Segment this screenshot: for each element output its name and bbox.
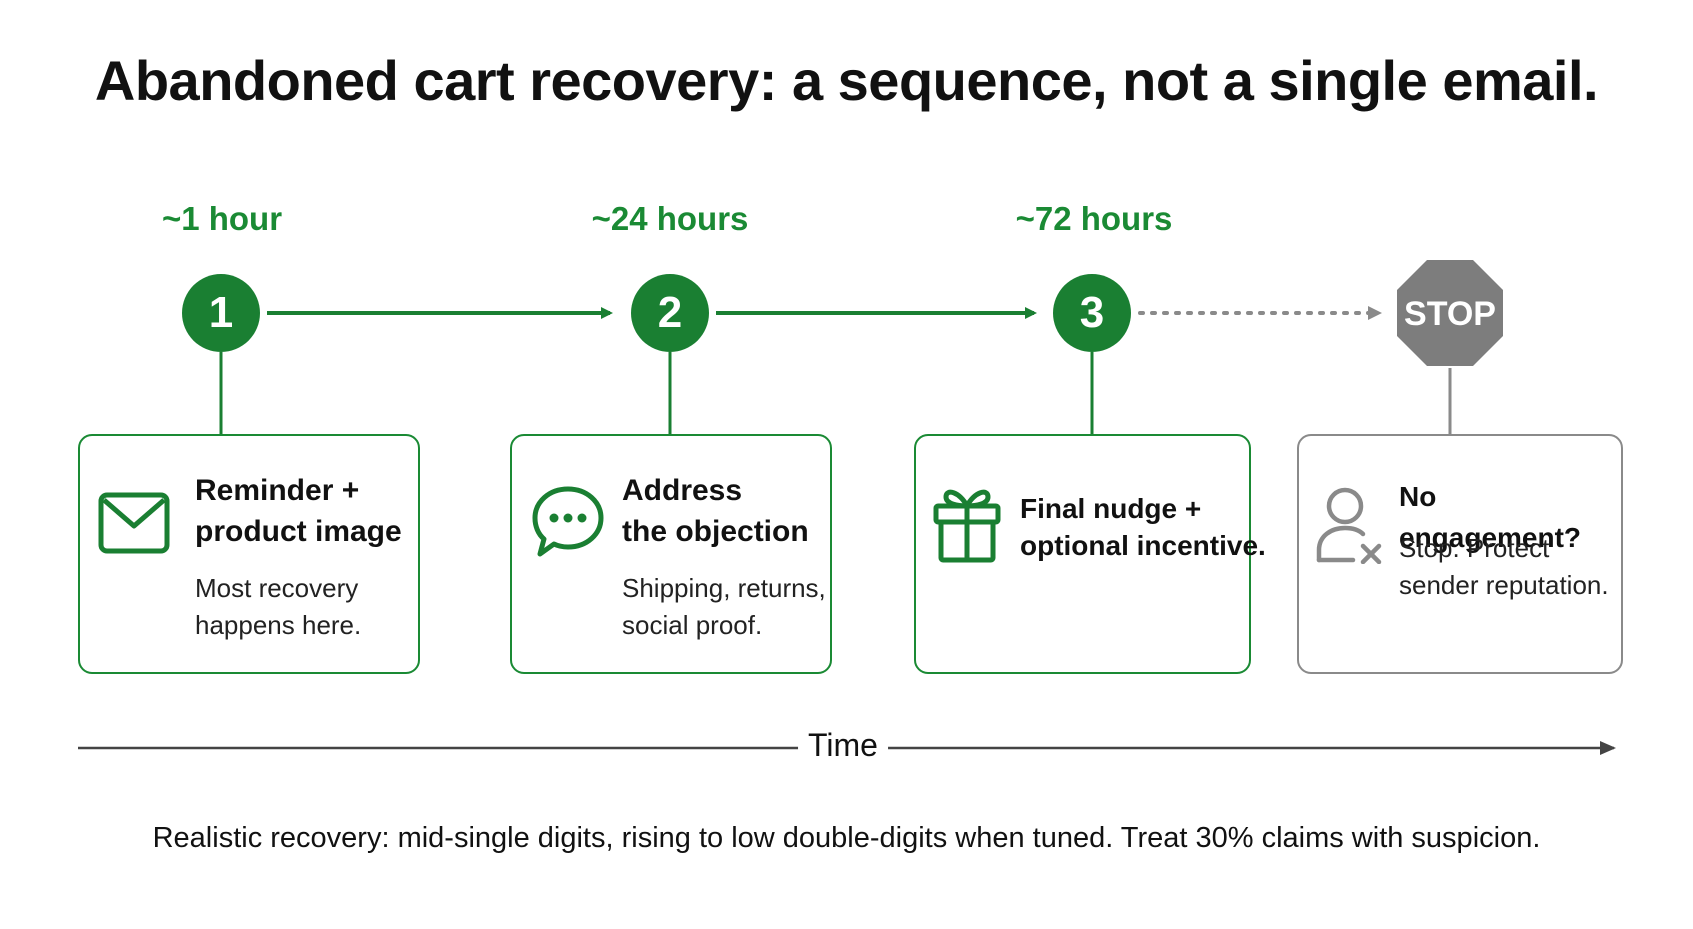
step-3-heading-line-1: Final nudge + xyxy=(1020,493,1202,524)
step-2-heading: Address the objection xyxy=(622,470,809,552)
gift-icon xyxy=(933,489,1001,563)
step-2-card: Address the objection Shipping, returns,… xyxy=(510,434,832,674)
step-3-heading-line-2: optional incentive. xyxy=(1020,530,1266,561)
step-3-circle: 3 xyxy=(1053,274,1131,352)
step-1-heading-line-1: Reminder + xyxy=(195,474,360,507)
stop-sign-text: STOP xyxy=(1404,295,1496,333)
step-1-body: Most recovery happens here. xyxy=(195,570,361,644)
stop-heading: No engagement? xyxy=(1399,481,1582,553)
time-label-3: ~72 hours xyxy=(1015,200,1173,237)
stop-body-line-2: sender reputation. xyxy=(1399,570,1609,600)
time-label-1: ~1 hour xyxy=(161,200,283,237)
step-2-body-line-1: Shipping, returns, xyxy=(622,573,826,603)
stop-body: Stop. Protect sender reputation. xyxy=(1399,530,1609,604)
page-title: Abandoned cart recovery: a sequence, not… xyxy=(94,49,1599,112)
step-3-card: Final nudge + optional incentive. xyxy=(914,434,1266,674)
stop-card: No engagement? Stop. Protect sender repu… xyxy=(1297,434,1623,674)
time-label-2: ~24 hours xyxy=(591,200,749,237)
step-1-circle: 1 xyxy=(182,274,260,352)
step-3-heading: Final nudge + optional incentive. xyxy=(1020,490,1266,564)
step-1-heading: Reminder + product image xyxy=(195,470,402,552)
step-1-card: Reminder + product image Most recovery h… xyxy=(78,434,420,674)
chat-bubble-icon xyxy=(532,486,604,557)
step-2-circle: 2 xyxy=(631,274,709,352)
step-2-body: Shipping, returns, social proof. xyxy=(622,570,826,644)
step-2-body-line-2: social proof. xyxy=(622,610,763,640)
time-axis-label: Time xyxy=(798,727,888,764)
footnote: Realistic recovery: mid-single digits, r… xyxy=(152,822,1541,854)
stop-sign-icon: STOP xyxy=(1397,260,1503,366)
step-2-heading-line-2: the objection xyxy=(622,515,809,548)
step-1-body-line-1: Most recovery xyxy=(195,573,359,603)
step-2-heading-line-1: Address xyxy=(622,474,743,507)
user-x-icon xyxy=(1316,487,1382,564)
stop-body-line-1: Stop. Protect xyxy=(1399,533,1550,563)
step-1-heading-line-2: product image xyxy=(195,515,402,548)
envelope-icon xyxy=(98,492,170,554)
step-1-body-line-2: happens here. xyxy=(195,610,362,640)
